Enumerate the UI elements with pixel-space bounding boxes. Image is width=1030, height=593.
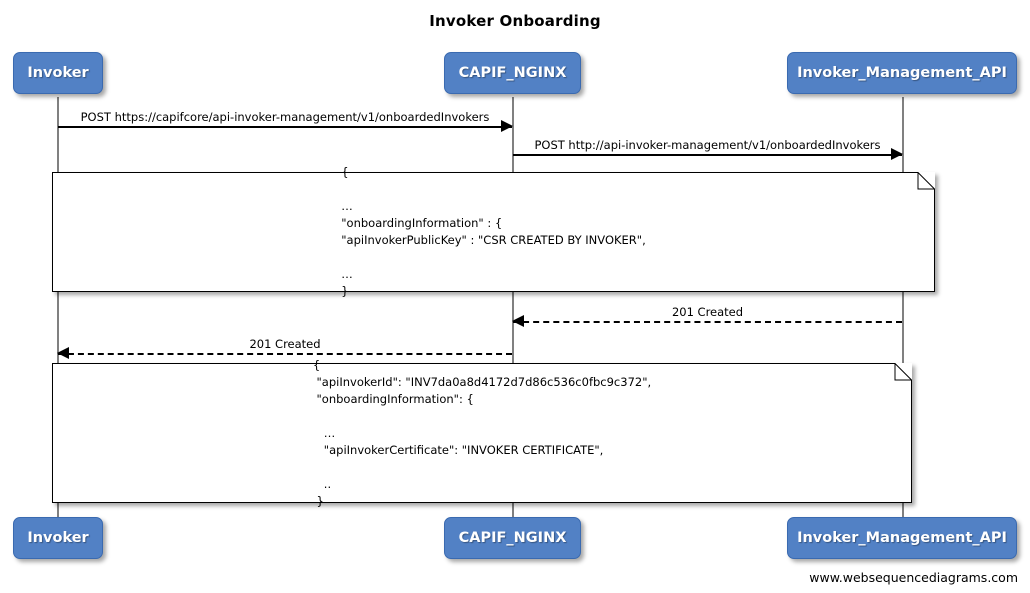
lifeline-capif-nginx [512,97,514,517]
participant-label: Invoker [27,530,89,546]
message-label: POST https://capifcore/api-invoker-manag… [80,110,490,124]
participant-invoker-top[interactable]: Invoker [13,52,103,94]
message-201-created-to-invoker[interactable]: 201 Created [57,337,512,359]
message-label: 201 Created [249,337,321,351]
watermark-text: www.websequencediagrams.com [809,570,1018,585]
note-text: { … "onboardingInformation" : { "apiInvo… [341,165,646,298]
participant-invoker-management-api-top[interactable]: Invoker_Management_API [787,52,1017,94]
note-response-body: { "apiInvokerId": "INV7da0a8d4172d7d86c5… [52,358,912,508]
lifeline-invoker [57,97,59,517]
message-label: POST http://api-invoker-management/v1/on… [534,138,881,152]
note-shape [52,172,935,292]
arrowhead-left-icon [57,347,69,359]
message-line [58,353,512,355]
participant-label: Invoker_Management_API [797,530,1007,546]
message-label: 201 Created [671,305,744,319]
arrowhead-right-icon [501,120,513,132]
participant-label: CAPIF_NGINX [458,530,567,546]
lifeline-invoker-management-api [902,97,904,517]
message-line [58,126,512,128]
note-request-body: { … "onboardingInformation" : { "apiInvo… [52,165,935,298]
note-shape [52,363,912,503]
note-text-wrapper: { … "onboardingInformation" : { "apiInvo… [52,165,935,298]
page-title: Invoker Onboarding [429,12,601,30]
participant-label: Invoker [27,65,89,81]
message-201-created-to-nginx[interactable]: 201 Created [512,305,902,327]
arrowhead-left-icon [512,315,524,327]
arrowhead-right-icon [891,148,903,160]
message-post-onboarded-invokers-http[interactable]: POST http://api-invoker-management/v1/on… [513,138,903,160]
participant-capif-nginx-bottom[interactable]: CAPIF_NGINX [444,517,581,559]
participant-label: CAPIF_NGINX [458,65,567,81]
participant-capif-nginx-top[interactable]: CAPIF_NGINX [444,52,581,94]
message-post-onboarded-invokers-https[interactable]: POST https://capifcore/api-invoker-manag… [58,110,513,132]
participant-invoker-bottom[interactable]: Invoker [13,517,103,559]
message-line [513,321,902,323]
participant-label: Invoker_Management_API [797,65,1007,81]
message-line [513,154,902,156]
note-text: { "apiInvokerId": "INV7da0a8d4172d7d86c5… [312,357,652,508]
participant-invoker-management-api-bottom[interactable]: Invoker_Management_API [787,517,1017,559]
note-text-wrapper: { "apiInvokerId": "INV7da0a8d4172d7d86c5… [52,358,912,508]
